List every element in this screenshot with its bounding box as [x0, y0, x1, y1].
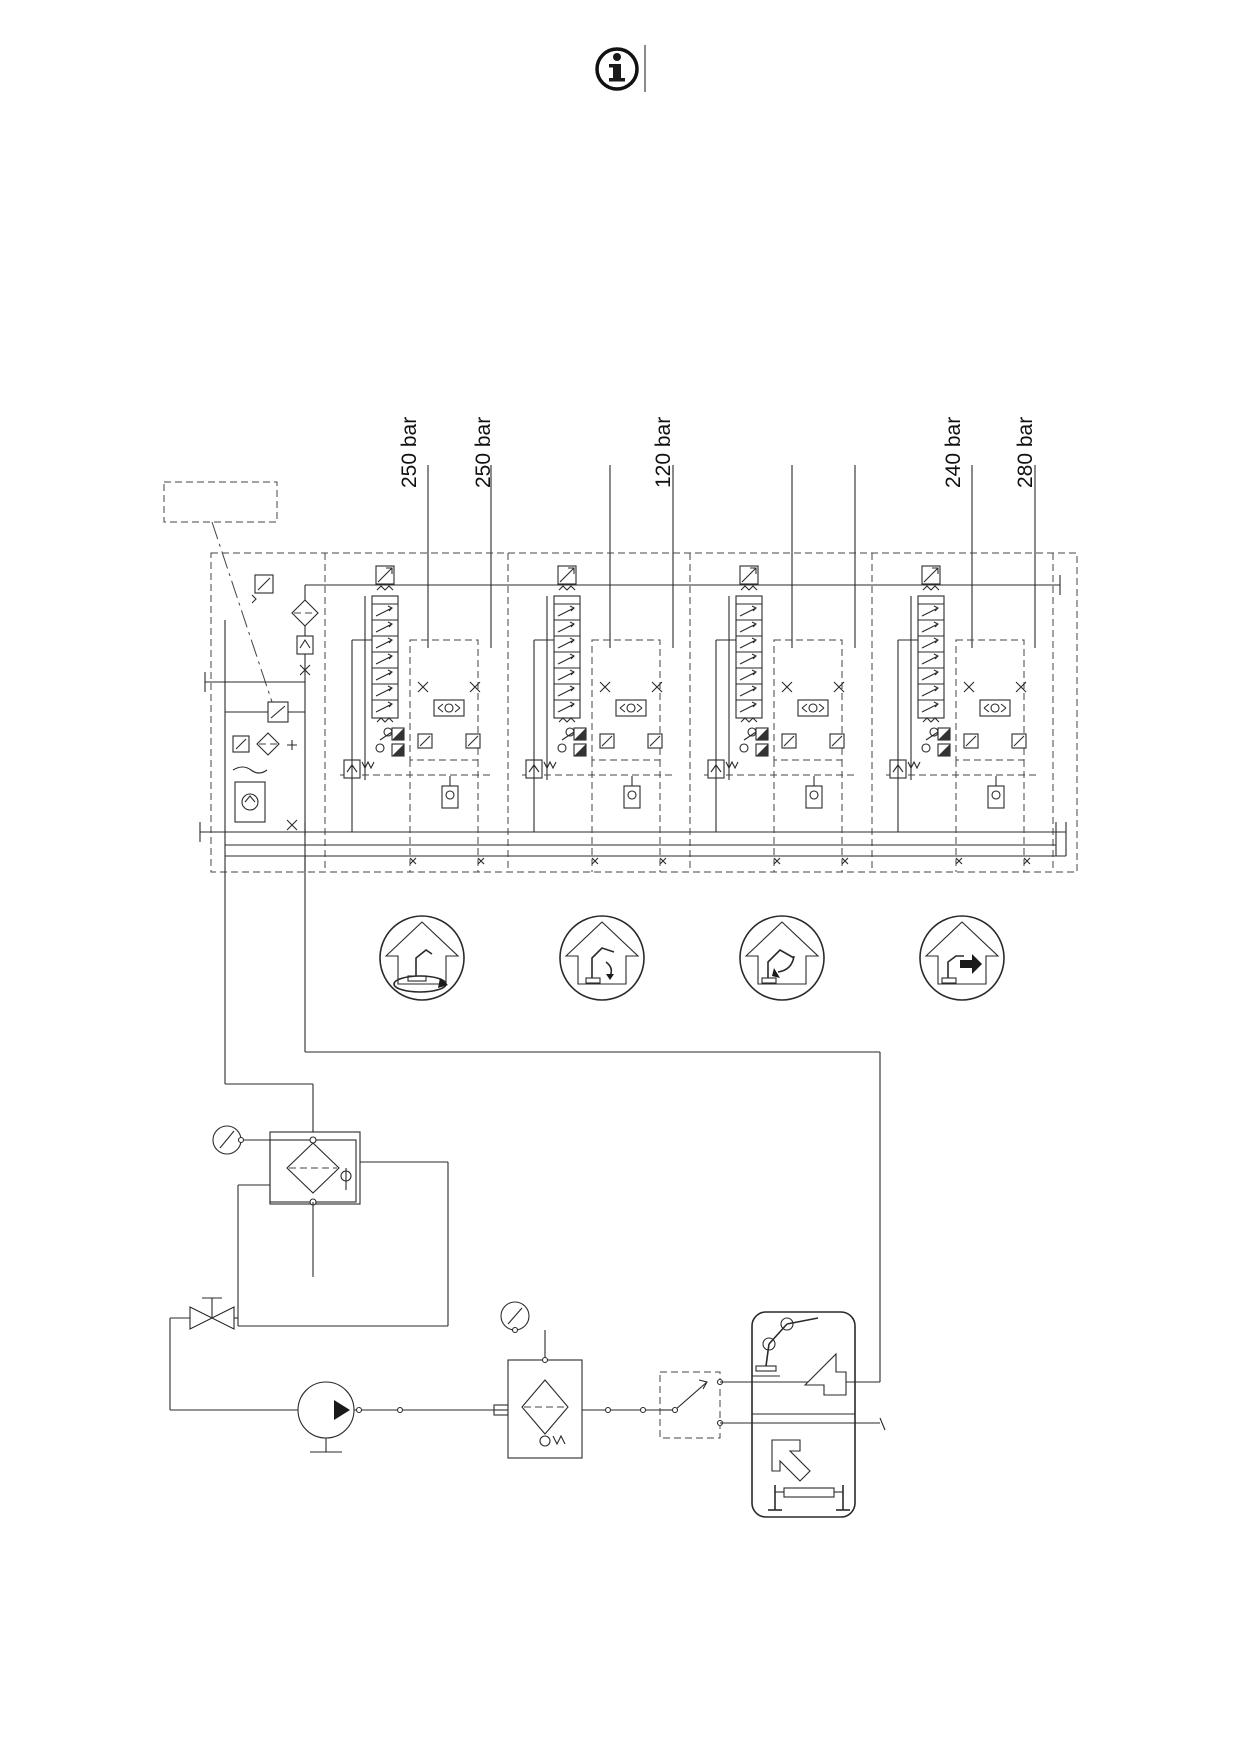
pressure-labels: 250 bar 250 bar 120 bar 240 bar 280 bar: [398, 417, 1037, 488]
pressure-label: 280 bar: [1014, 417, 1037, 488]
selector-panel: [751, 1311, 856, 1518]
valve-sections: [340, 565, 1036, 872]
pressure-filter-icon: [494, 1330, 660, 1459]
telescope-extend-icon: [919, 915, 1005, 1001]
pressure-gauge-icon: [212, 1125, 245, 1155]
jib-fold-icon: [739, 915, 825, 1001]
valve-section: [886, 565, 1036, 872]
valve-section: [340, 565, 490, 872]
hydraulic-pump-icon: [297, 1381, 509, 1453]
boom-lift-icon: [559, 915, 645, 1001]
return-lines: [224, 856, 881, 1382]
pressure-lines: [427, 465, 1036, 648]
pressure-label: 120 bar: [652, 417, 675, 488]
valve-block-outline: [199, 552, 1078, 873]
crane-arm-icon: [752, 1317, 847, 1396]
pressure-label: 250 bar: [472, 417, 495, 488]
pressure-gauge-icon: [500, 1301, 530, 1334]
pressure-label: 250 bar: [398, 417, 421, 488]
slew-rotation-icon: [379, 915, 465, 1001]
inlet-section: [232, 574, 319, 836]
pressure-label: 240 bar: [942, 417, 965, 488]
info-icon: [595, 45, 646, 92]
valve-section: [522, 565, 672, 872]
return-filter-icon: [237, 1131, 449, 1327]
diverter-valve-icon: [659, 1371, 886, 1439]
remote-control-box: [163, 481, 279, 721]
function-icons: [379, 915, 1005, 1001]
shutoff-valve-icon: [169, 1297, 298, 1411]
valve-section: [704, 565, 854, 872]
stabilizer-leg-icon: [768, 1439, 850, 1511]
